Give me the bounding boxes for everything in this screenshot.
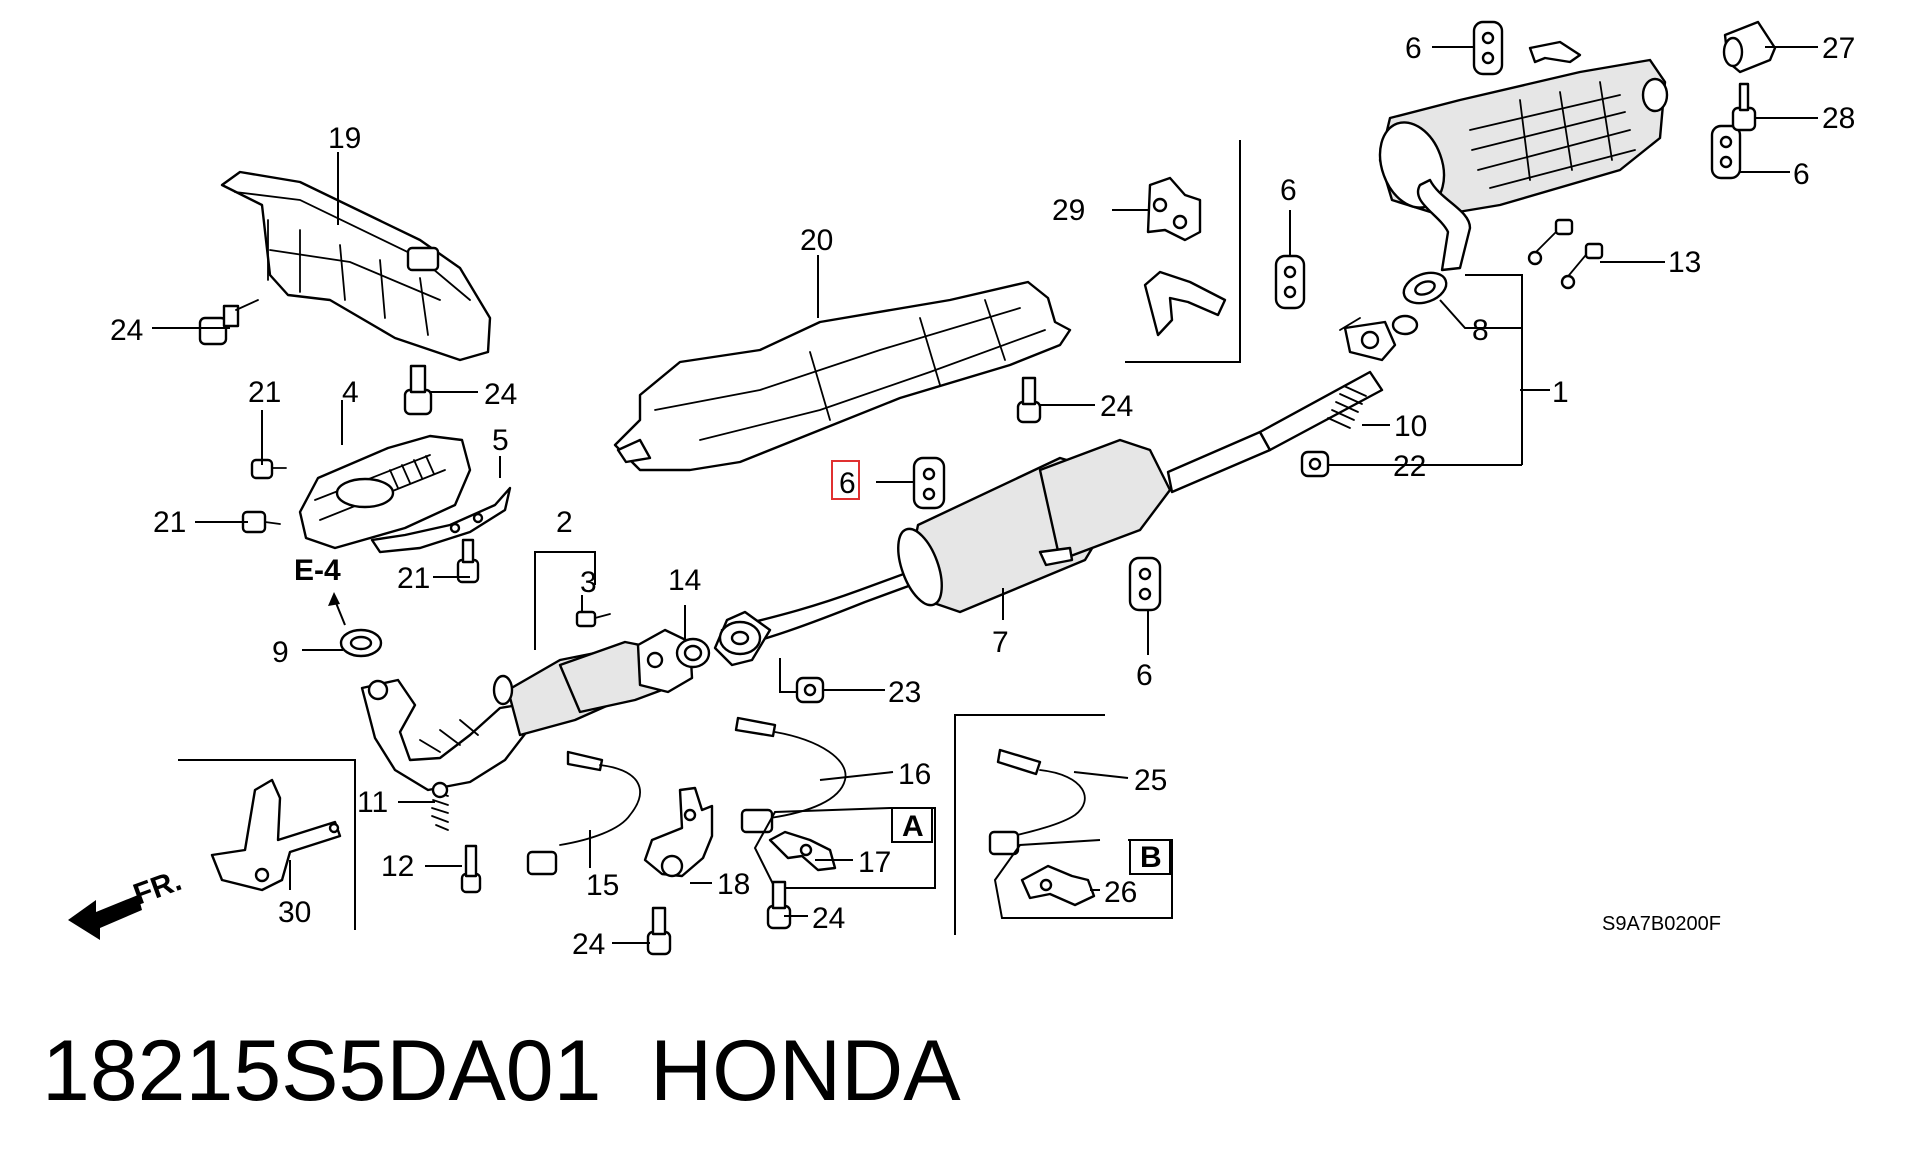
callout-28: 28 <box>1822 102 1855 135</box>
callout-26: 26 <box>1104 876 1137 909</box>
callout-29: 29 <box>1052 194 1085 227</box>
part-15-oxygen-sensor <box>526 750 641 876</box>
callout-7: 7 <box>992 626 1009 659</box>
callout-12: 12 <box>381 850 414 883</box>
part-24-bolt-a <box>198 299 259 346</box>
callout-10: 10 <box>1394 410 1427 443</box>
part-20-heat-shield <box>613 280 1072 472</box>
part-3-bolt <box>575 610 611 628</box>
part-24-bolt-c <box>646 906 672 956</box>
callout-25: 25 <box>1134 764 1167 797</box>
callout-19: 19 <box>328 122 361 155</box>
callout-24-b: 24 <box>484 378 517 411</box>
part-18-bracket <box>643 786 714 878</box>
part-17-bracket <box>768 830 837 872</box>
part-24-bolt-d <box>1016 376 1042 424</box>
callout-24-c: 24 <box>1100 390 1133 423</box>
callout-20: 20 <box>800 224 833 257</box>
front-direction-arrow: FR. <box>68 864 186 940</box>
part-21-bolt-a <box>250 458 287 480</box>
callout-3: 3 <box>580 566 597 599</box>
part-25-oxygen-sensor <box>988 748 1086 856</box>
part-26-bracket <box>1020 864 1096 907</box>
part-13-bolts <box>1527 218 1604 290</box>
part-12-bolt <box>460 844 482 894</box>
part-6-hanger-c <box>1274 254 1306 310</box>
part-1-muffler <box>1378 40 1669 272</box>
callout-24-e: 24 <box>812 902 845 935</box>
callout-30: 30 <box>278 896 311 929</box>
part-19-heat-shield <box>220 170 492 362</box>
part-24-bolt-b <box>403 364 433 416</box>
ref-a-label: A <box>902 810 924 843</box>
callout-16: 16 <box>898 758 931 791</box>
part-21-bolt-b <box>241 510 281 534</box>
divider-lines <box>178 140 1241 935</box>
part-6-hanger-e <box>1128 556 1162 612</box>
ref-b-label: B <box>1140 841 1162 874</box>
callout-23: 23 <box>888 676 921 709</box>
callout-6-c: 6 <box>1280 174 1297 207</box>
part-21-bolt-c <box>456 538 480 584</box>
highlight-box <box>831 460 860 500</box>
callout-18: 18 <box>717 868 750 901</box>
callout-21-b: 21 <box>153 506 186 539</box>
callout-24-d: 24 <box>572 928 605 961</box>
callout-27: 27 <box>1822 32 1855 65</box>
part-5-bracket <box>370 486 512 554</box>
callout-22: 22 <box>1393 450 1426 483</box>
callout-8: 8 <box>1472 314 1489 347</box>
callout-4: 4 <box>342 376 359 409</box>
callout-1: 1 <box>1552 376 1569 409</box>
part-4-catalyst-cover <box>298 434 472 550</box>
part-6-hanger-a <box>1472 20 1504 76</box>
e4-reference: E-4 <box>294 554 346 626</box>
part-16-oxygen-sensor <box>734 716 847 834</box>
callout-24-a: 24 <box>110 314 143 347</box>
callout-6-a: 6 <box>1405 32 1422 65</box>
part-24-bolt-e <box>766 880 792 930</box>
callout-15: 15 <box>586 869 619 902</box>
part-7-center-pipe <box>713 370 1384 667</box>
callout-11: 11 <box>357 786 388 819</box>
exhaust-manifold-pipe <box>360 628 694 792</box>
callout-21-c: 21 <box>397 562 430 595</box>
callout-13: 13 <box>1668 246 1701 279</box>
callout-2: 2 <box>556 506 573 539</box>
part-14-gasket <box>675 637 711 669</box>
callout-17: 17 <box>858 846 891 879</box>
callout-6-highlight: 6 <box>839 467 856 500</box>
callout-6-b: 6 <box>1793 158 1810 191</box>
part-6-hanger-b <box>1710 124 1742 180</box>
part-number: 18215S5DA01 <box>42 1023 601 1119</box>
callout-21-a: 21 <box>248 376 281 409</box>
callout-labels: 1 2 3 4 5 6 6 6 6 6 7 8 9 10 11 12 13 14… <box>110 32 1855 961</box>
ref-a-box: A <box>753 807 936 889</box>
part-28-bolt <box>1731 82 1757 132</box>
ref-e4-label: E-4 <box>294 554 341 587</box>
part-27-clamp <box>1722 20 1777 74</box>
callout-5: 5 <box>492 424 509 457</box>
fr-label: FR. <box>129 864 186 912</box>
part-11-spring <box>431 781 449 831</box>
callout-9: 9 <box>272 636 289 669</box>
ref-b-box: B <box>993 839 1173 919</box>
part-6-hanger-d <box>912 456 946 510</box>
part-30-bracket <box>210 778 342 892</box>
brand-name: HONDA <box>650 1023 961 1119</box>
part-22-nut <box>1300 450 1330 478</box>
part-10-spring <box>1327 385 1367 429</box>
part-9-gasket <box>339 628 383 658</box>
part-8-gasket <box>1391 271 1448 336</box>
part-29-hanger <box>1146 176 1202 242</box>
callout-14: 14 <box>668 564 701 597</box>
hanger-bracket-rod <box>1143 270 1227 337</box>
tail-pipe-flange <box>1339 317 1397 362</box>
part-23-nut <box>795 676 825 704</box>
diagram-code: S9A7B0200F <box>1602 913 1721 935</box>
leader-lines <box>152 46 1818 944</box>
callout-6-e: 6 <box>1136 659 1153 692</box>
